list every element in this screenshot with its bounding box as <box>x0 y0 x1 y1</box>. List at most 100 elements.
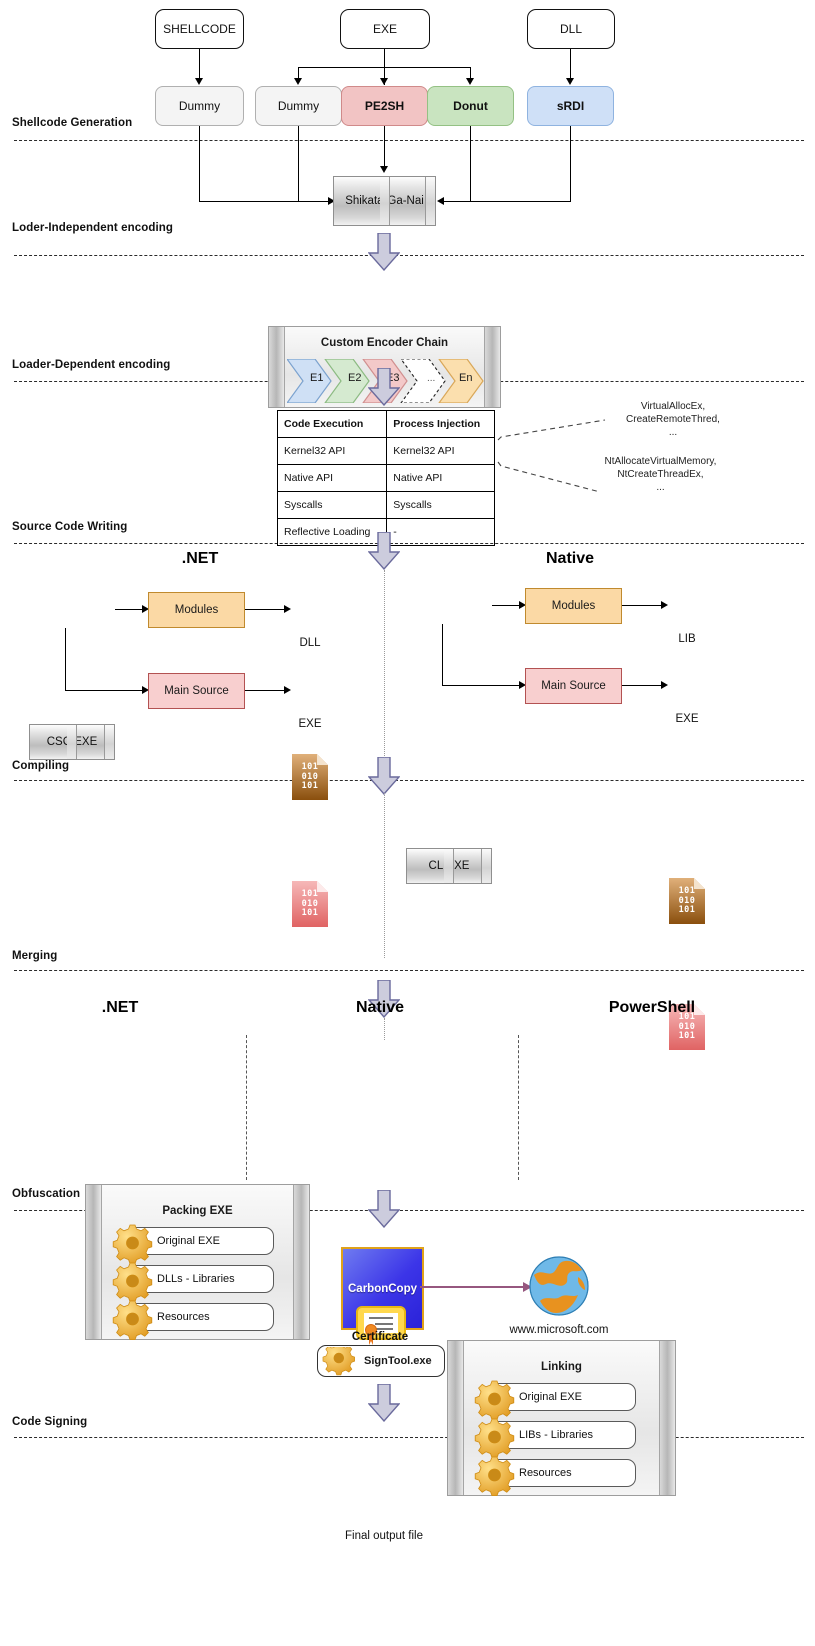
generator-srdi-label: sRDI <box>556 99 585 113</box>
stage-label-loader-dependent: Loader-Dependent encoding <box>12 359 171 371</box>
stage-label-compiling: Compiling <box>12 760 70 772</box>
generator-pe2sh[interactable]: PE2SH <box>341 86 428 126</box>
encoder-chain-title: Custom Encoder Chain <box>320 337 449 349</box>
arrow-exe-donut <box>466 78 474 85</box>
connector-native-main-exe <box>622 685 663 687</box>
column-divider-merging <box>384 793 385 958</box>
certificate-icon <box>356 1306 406 1345</box>
separator-5 <box>14 780 804 781</box>
generator-donut[interactable]: Donut <box>427 86 514 126</box>
final-output-caption: Final output file <box>345 1530 423 1542</box>
stage-label-obfuscation: Obfuscation <box>12 1188 81 1200</box>
cell-syscalls-inject: Syscalls <box>386 491 495 519</box>
node-native-modules[interactable]: Modules <box>525 588 622 624</box>
column-title-dotnet-obfuscation: .NET <box>101 999 139 1016</box>
compiler-csc-exe[interactable]: CSC.EXE <box>29 724 115 760</box>
file-label-dll: DLL <box>299 637 321 649</box>
generator-srdi[interactable]: sRDI <box>527 86 614 126</box>
file-label-exe-dotnet: EXE <box>298 718 322 730</box>
panel-packing-exe[interactable]: Packing EXE Original EXE DLLs - Librarie… <box>85 1184 310 1340</box>
panel-packing-exe-title: Packing EXE <box>162 1205 233 1217</box>
connector-dummy1-shikata-v <box>199 126 201 202</box>
generator-pe2sh-label: PE2SH <box>364 99 405 113</box>
input-box-shellcode[interactable]: SHELLCODE <box>155 9 244 49</box>
stage-label-source-code-writing: Source Code Writing <box>12 521 128 533</box>
api-note-kernel32-line-2: CreateRemoteThred, <box>626 414 720 425</box>
website-label: www.microsoft.com <box>509 1324 609 1336</box>
merge-item-dlls-libraries[interactable]: DLLs - Libraries <box>126 1265 274 1293</box>
link-carboncopy-website <box>420 1286 525 1288</box>
separator-2 <box>14 255 804 256</box>
table-row: Reflective Loading - <box>276 518 495 546</box>
panel-right-bar <box>484 327 500 407</box>
encoder-step-e2: E2 <box>348 372 362 384</box>
arrow-native-main-exe <box>661 681 668 689</box>
arrow-exe-dummy <box>294 78 302 85</box>
column-divider-compiling <box>384 570 385 760</box>
file-label-exe-native: EXE <box>675 713 699 725</box>
arrow-cl-main <box>519 681 526 689</box>
connector-srdi-shikata-v <box>570 126 572 202</box>
column-divider-obfuscation-right <box>518 1035 519 1180</box>
panel-left-bar <box>269 327 285 407</box>
compiler-cl-exe[interactable]: CL.EXE <box>406 848 492 884</box>
arrow-csc-modules <box>142 605 149 613</box>
connector-dll-srdi <box>570 49 572 80</box>
tool-carboncopy-label: CarbonCopy <box>348 1282 417 1295</box>
cell-kernel32-exec: Kernel32 API <box>276 437 388 465</box>
merge-item-label: Resources <box>519 1467 572 1479</box>
generator-dummy-exe-label: Dummy <box>277 99 320 113</box>
node-shikata-ga-nai[interactable]: Shikata-Ga-Nai <box>333 176 436 226</box>
column-title-native-compiling: Native <box>545 550 595 567</box>
node-dotnet-modules[interactable]: Modules <box>148 592 245 628</box>
node-native-modules-label: Modules <box>551 600 596 612</box>
input-box-dll-label: DLL <box>559 22 582 36</box>
stage-label-shellcode-generation: Shellcode Generation <box>12 117 133 129</box>
merge-item-original-exe-native[interactable]: Original EXE <box>488 1383 636 1411</box>
node-native-main-source[interactable]: Main Source <box>525 668 622 704</box>
node-left-cap <box>444 849 454 883</box>
merge-item-label: Original EXE <box>157 1235 220 1247</box>
api-note-native-line-2: NtCreateThreadEx, <box>617 469 704 480</box>
input-box-exe[interactable]: EXE <box>340 9 430 49</box>
input-box-dll[interactable]: DLL <box>527 9 615 49</box>
connector-modules-dll <box>245 609 286 611</box>
connector-dummy1-shikata-h <box>199 201 333 203</box>
arrow-left-into-shikata <box>328 197 335 205</box>
flow-arrow-5 <box>368 980 400 1018</box>
arrow-exe-pe2sh <box>380 78 388 85</box>
flow-arrow-1 <box>368 233 400 271</box>
api-note-native: NtAllocateVirtualMemory, NtCreateThreadE… <box>528 455 793 494</box>
connector-right-shikata-h <box>441 201 571 203</box>
merge-item-label: LIBs - Libraries <box>519 1429 593 1441</box>
panel-right-bar <box>293 1185 309 1339</box>
api-table[interactable]: Code Execution Process Injection Kernel3… <box>276 410 495 546</box>
panel-custom-encoder-chain[interactable]: Custom Encoder Chain E1 E2 E3 ... En <box>268 326 501 408</box>
gear-icon-stack-dotnet <box>112 1224 153 1340</box>
flow-arrow-4 <box>368 757 400 795</box>
separator-1 <box>14 140 804 141</box>
panel-left-bar <box>86 1185 102 1339</box>
connector-exe-donut <box>470 67 472 80</box>
node-dotnet-main-source[interactable]: Main Source <box>148 673 245 709</box>
stage-label-code-signing: Code Signing <box>12 1416 88 1428</box>
certificate-label: Certificate <box>351 1331 409 1343</box>
connector-exe-dummy <box>298 67 300 80</box>
connector-donut-shikata-v <box>470 126 472 202</box>
merge-item-label: Original EXE <box>519 1391 582 1403</box>
stage-label-loader-independent: Loder-Independent encoding <box>12 222 174 234</box>
panel-linking[interactable]: Linking Original EXE LIBs - Libraries Re… <box>447 1340 676 1496</box>
arrow-cl-modules <box>519 601 526 609</box>
arrow-carboncopy-website <box>523 1282 532 1292</box>
cell-native-inject: Native API <box>386 464 495 492</box>
generator-dummy-shellcode[interactable]: Dummy <box>155 86 244 126</box>
panel-right-bar <box>659 1341 675 1495</box>
generator-dummy-exe[interactable]: Dummy <box>255 86 342 126</box>
